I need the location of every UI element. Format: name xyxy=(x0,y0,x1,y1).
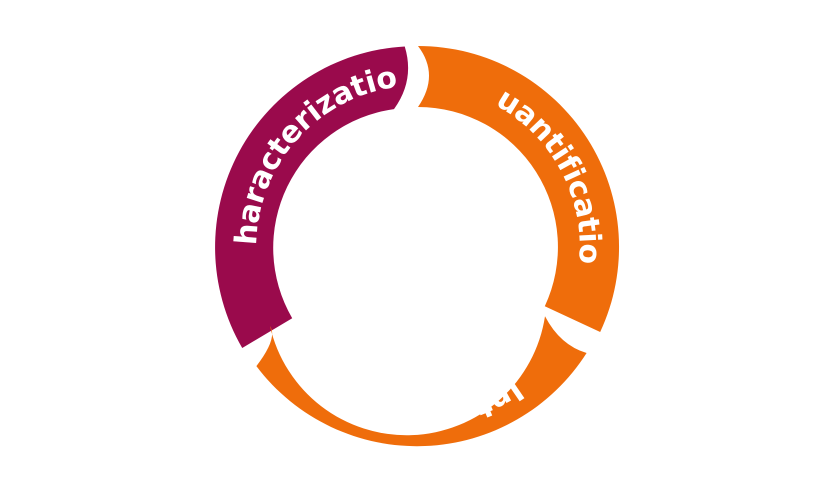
segment-intervention xyxy=(256,316,587,447)
segment-quantification xyxy=(418,45,620,333)
segment-characterization xyxy=(215,46,409,348)
